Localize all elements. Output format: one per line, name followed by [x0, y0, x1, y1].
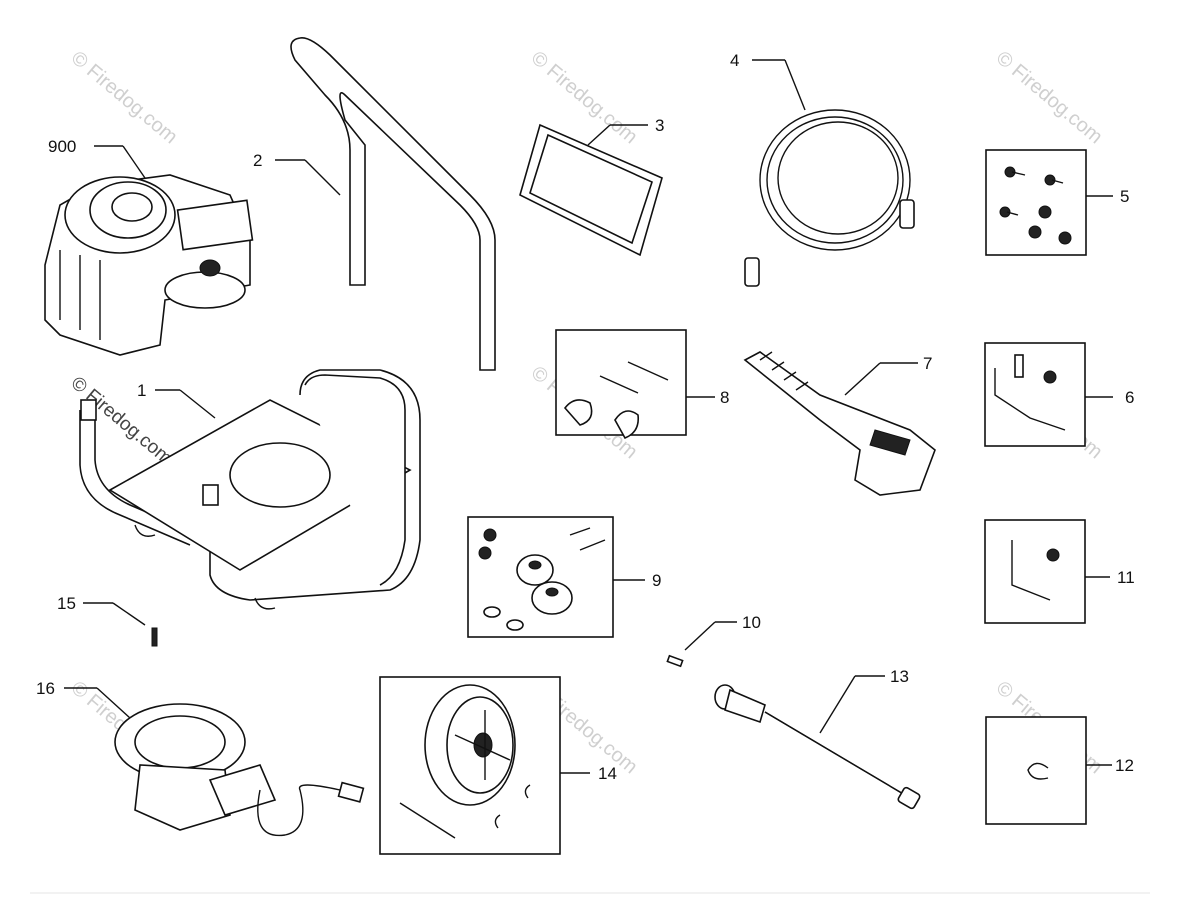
label-5: 5	[1120, 187, 1129, 206]
label-13: 13	[890, 667, 909, 686]
watermark: © Firedog.com	[67, 47, 182, 148]
label-4: 4	[730, 51, 739, 70]
label-1: 1	[137, 381, 146, 400]
part-10-pin: 10	[666, 613, 761, 668]
label-15: 15	[57, 594, 76, 613]
label-8: 8	[720, 388, 729, 407]
part-11-hardware: 11	[984, 519, 1135, 624]
label-3: 3	[655, 116, 664, 135]
label-7: 7	[923, 354, 932, 373]
part-4-hose: 4	[730, 51, 915, 287]
label-6: 6	[1125, 388, 1134, 407]
part-900-engine: 900	[44, 137, 254, 356]
label-900: 900	[48, 137, 76, 156]
label-16: 16	[36, 679, 55, 698]
part-3-panel: 3	[519, 116, 664, 257]
label-2: 2	[253, 151, 262, 170]
label-9: 9	[652, 571, 661, 590]
part-14-wheel-kit: 14	[379, 676, 617, 855]
watermark: © Firedog.com	[992, 47, 1107, 148]
label-14: 14	[598, 764, 617, 783]
part-1-frame: 1	[79, 369, 421, 610]
part-15-pin: 15	[57, 594, 158, 647]
label-10: 10	[742, 613, 761, 632]
part-5-hardware: 5	[985, 149, 1129, 256]
part-13-wand: 13	[714, 667, 921, 810]
label-11: 11	[1117, 568, 1135, 587]
part-8-bolts-knobs: 8	[555, 329, 729, 440]
part-12-clip: 12	[985, 716, 1134, 825]
part-7-spray-gun: 7	[743, 351, 936, 496]
part-6-hardware: 6	[984, 342, 1134, 447]
part-2-handle: 2	[253, 37, 496, 371]
part-9-hardware: 9	[467, 516, 661, 638]
label-12: 12	[1115, 756, 1134, 775]
part-16-pump: 16	[36, 679, 365, 837]
